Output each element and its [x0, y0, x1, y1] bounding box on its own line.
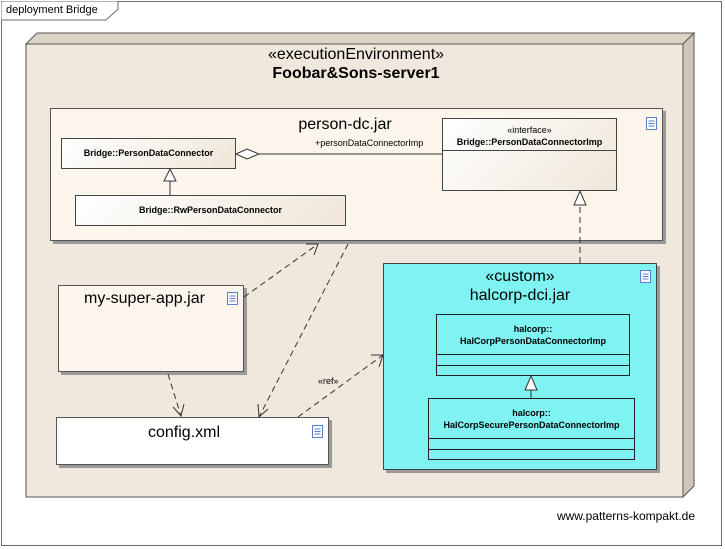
class-halcorp-2-line1: halcorp::	[512, 408, 551, 418]
node-name: Foobar&Sons-server1	[272, 65, 440, 82]
class-rw-person-data-connector-label: Bridge::RwPersonDataConnector	[138, 205, 282, 215]
class-person-data-connector-label: Bridge::PersonDataConnector	[83, 148, 214, 158]
document-icon	[640, 270, 651, 283]
class-rw-person-data-connector[interactable]: Bridge::RwPersonDataConnector	[75, 195, 346, 226]
class-halcorp-1-line1: halcorp::	[513, 324, 553, 334]
class-divider	[437, 354, 629, 355]
role-label: +personDataConnectorImp	[315, 138, 424, 148]
config-artifact[interactable]	[56, 417, 329, 465]
config-name: config.xml	[148, 424, 221, 441]
ref-label: «ref»	[318, 376, 339, 386]
class-person-data-connector[interactable]: Bridge::PersonDataConnector	[61, 138, 236, 169]
document-icon	[646, 117, 657, 130]
my-super-app-component[interactable]	[58, 285, 244, 372]
interface-person-data-connector-imp[interactable]: «interface» Bridge::PersonDataConnectorI…	[442, 118, 617, 191]
class-halcorp-secure-person-data-connector-imp[interactable]: halcorp:: HalCorpSecurePersonDataConnect…	[428, 398, 635, 460]
class-halcorp-2-line2: HalCorpSecurePersonDataConnectorImp	[443, 420, 620, 430]
halcorp-name: halcorp-dci.jar	[469, 287, 571, 304]
class-divider	[437, 365, 629, 366]
halcorp-stereotype: «custom»	[485, 268, 555, 285]
interface-divider	[443, 150, 616, 151]
class-divider	[429, 438, 634, 439]
class-divider	[429, 449, 634, 450]
class-halcorp-1-line2: HalCorpPersonDataConnectorImp	[459, 336, 607, 346]
person-dc-name: person-dc.jar	[298, 116, 392, 133]
node-stereotype: «executionEnvironment»	[267, 46, 445, 63]
class-halcorp-person-data-connector-imp[interactable]: halcorp:: HalCorpPersonDataConnectorImp	[436, 314, 630, 376]
frame-label: deployment Bridge	[6, 4, 98, 16]
document-icon	[227, 292, 238, 305]
interface-name: Bridge::PersonDataConnectorImp	[456, 137, 603, 147]
interface-stereotype: «interface»	[507, 125, 552, 135]
frame-tab	[1, 1, 119, 21]
my-super-app-name: my-super-app.jar	[84, 290, 205, 307]
footer-url[interactable]: www.patterns-kompakt.de	[556, 509, 695, 523]
document-icon	[312, 425, 323, 438]
